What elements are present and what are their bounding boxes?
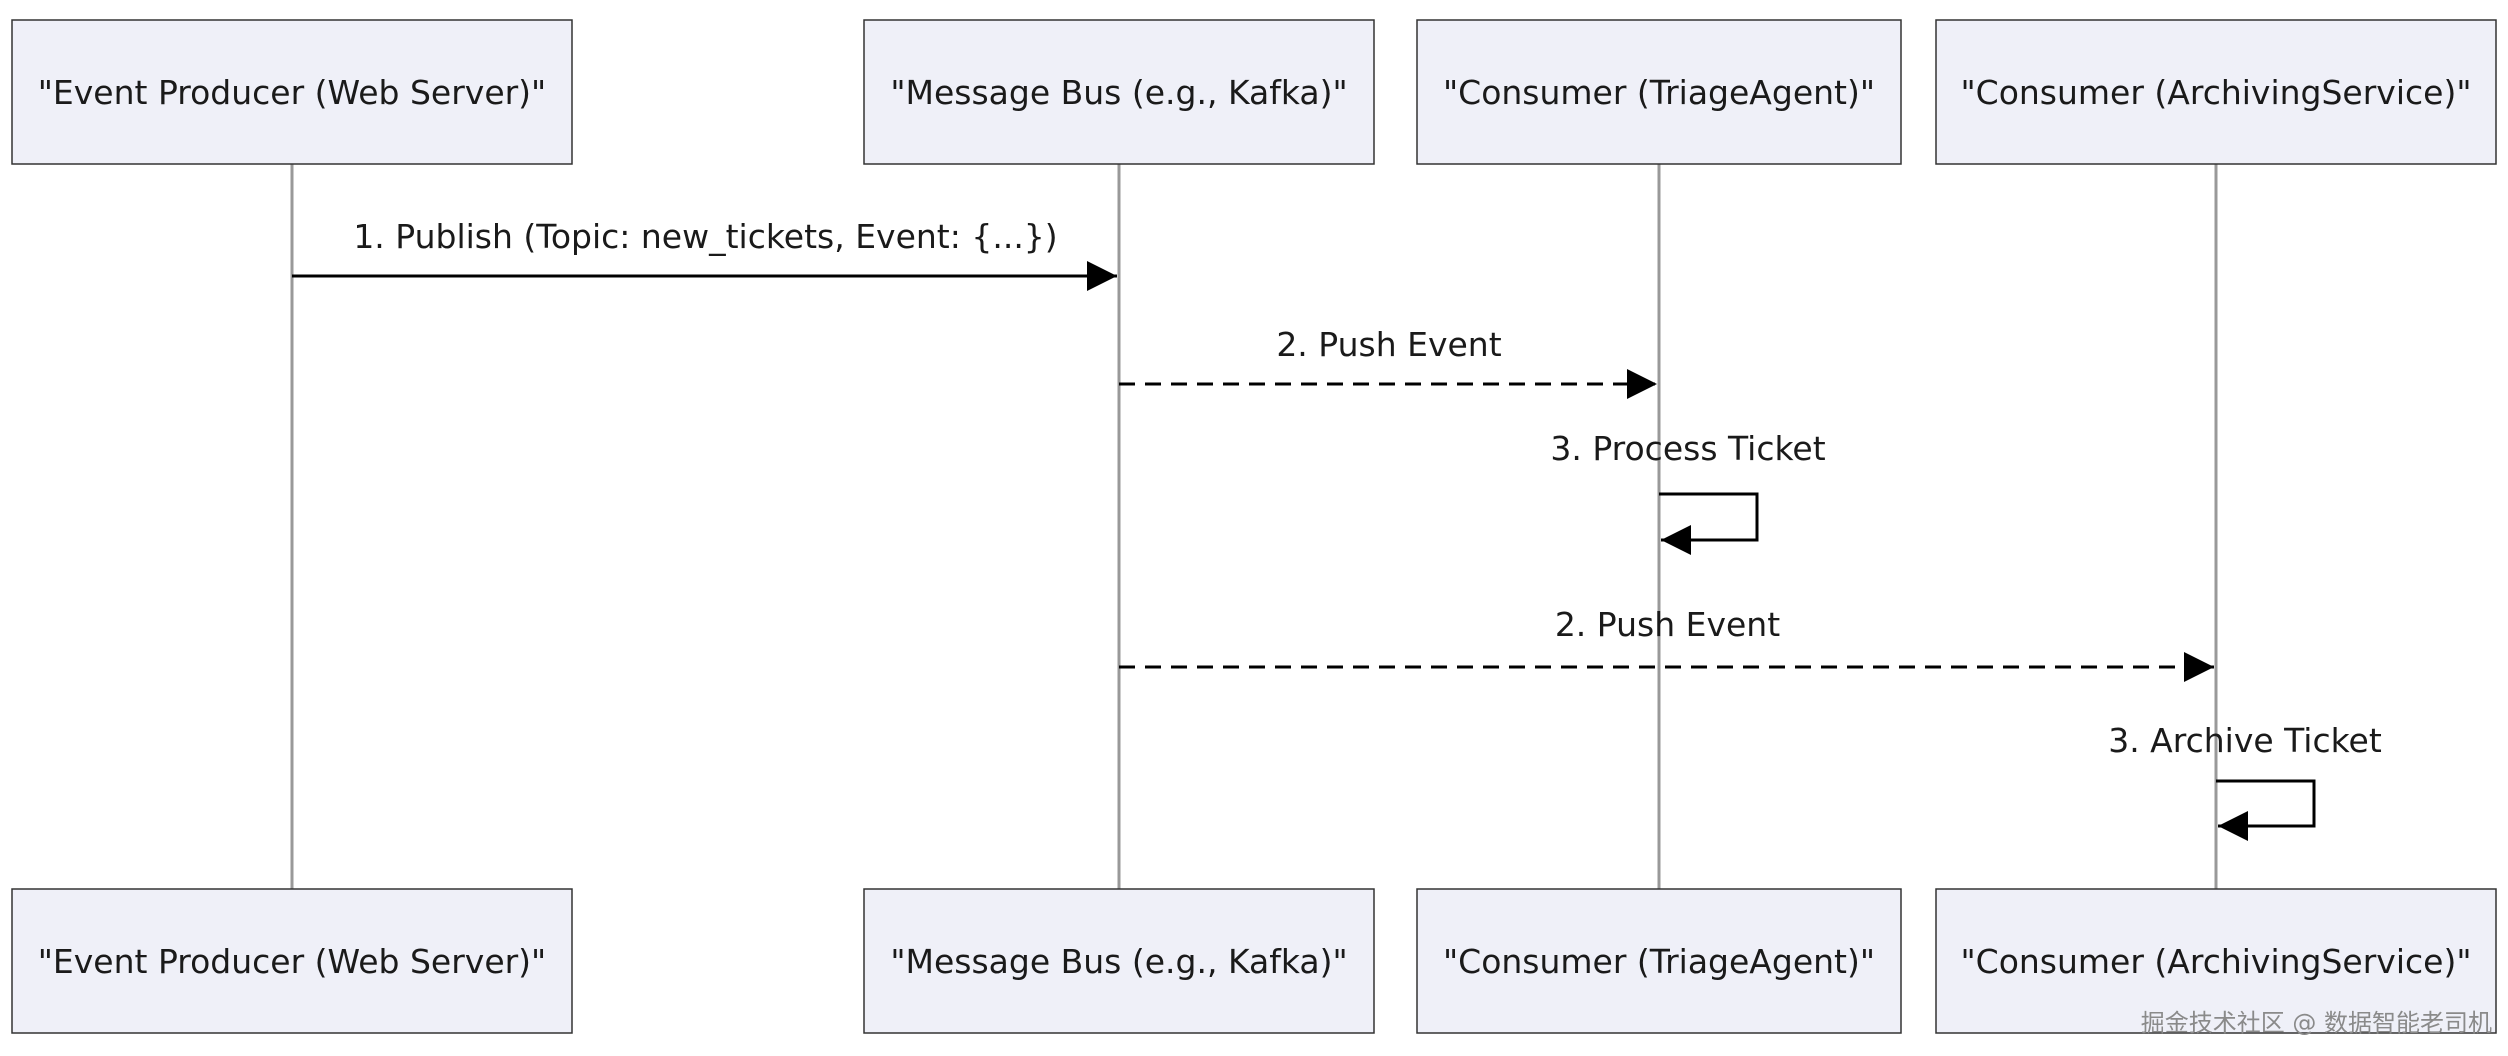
message-label-5: 3. Archive Ticket bbox=[2108, 721, 2382, 760]
participant-box-bottom-triage bbox=[1416, 888, 1902, 1034]
participant-label-top-producer: "Event Producer (Web Server)" bbox=[38, 73, 547, 112]
participant-box-top-bus bbox=[863, 19, 1375, 165]
participant-label-top-bus: "Message Bus (e.g., Kafka)" bbox=[890, 73, 1347, 112]
participant-label-bottom-archiving: "Consumer (ArchivingService)" bbox=[1960, 942, 2471, 981]
participant-label-bottom-bus: "Message Bus (e.g., Kafka)" bbox=[890, 942, 1347, 981]
participant-label-bottom-triage: "Consumer (TriageAgent)" bbox=[1443, 942, 1875, 981]
message-label-4: 2. Push Event bbox=[1555, 605, 1780, 644]
message-label-1: 1. Publish (Topic: new_tickets, Event: {… bbox=[353, 217, 1057, 256]
lifelines-layer bbox=[290, 164, 2218, 889]
self-message-arrow-3 bbox=[1659, 492, 1759, 555]
participant-box-bottom-producer bbox=[11, 888, 573, 1034]
participant-box-bottom-archiving bbox=[1935, 888, 2497, 1034]
participant-label-top-triage: "Consumer (TriageAgent)" bbox=[1443, 73, 1875, 112]
message-label-3: 3. Process Ticket bbox=[1550, 429, 1825, 468]
watermark-text: 掘金技术社区 @ 数据智能老司机 bbox=[2140, 1009, 2492, 1037]
participant-label-top-archiving: "Consumer (ArchivingService)" bbox=[1960, 73, 2471, 112]
participant-box-bottom-bus bbox=[863, 888, 1375, 1034]
participant-box-top-triage bbox=[1416, 19, 1902, 165]
participant-box-top-producer bbox=[11, 19, 573, 165]
participant-label-bottom-producer: "Event Producer (Web Server)" bbox=[38, 942, 547, 981]
participant-boxes-layer: "Event Producer (Web Server)" "Event Prod… bbox=[11, 19, 2497, 1034]
messages-layer: 1. Publish (Topic: new_tickets, Event: {… bbox=[292, 217, 2382, 841]
message-label-2: 2. Push Event bbox=[1276, 325, 1501, 364]
self-message-arrow-5 bbox=[2216, 779, 2316, 841]
participant-box-top-archiving bbox=[1935, 19, 2497, 165]
